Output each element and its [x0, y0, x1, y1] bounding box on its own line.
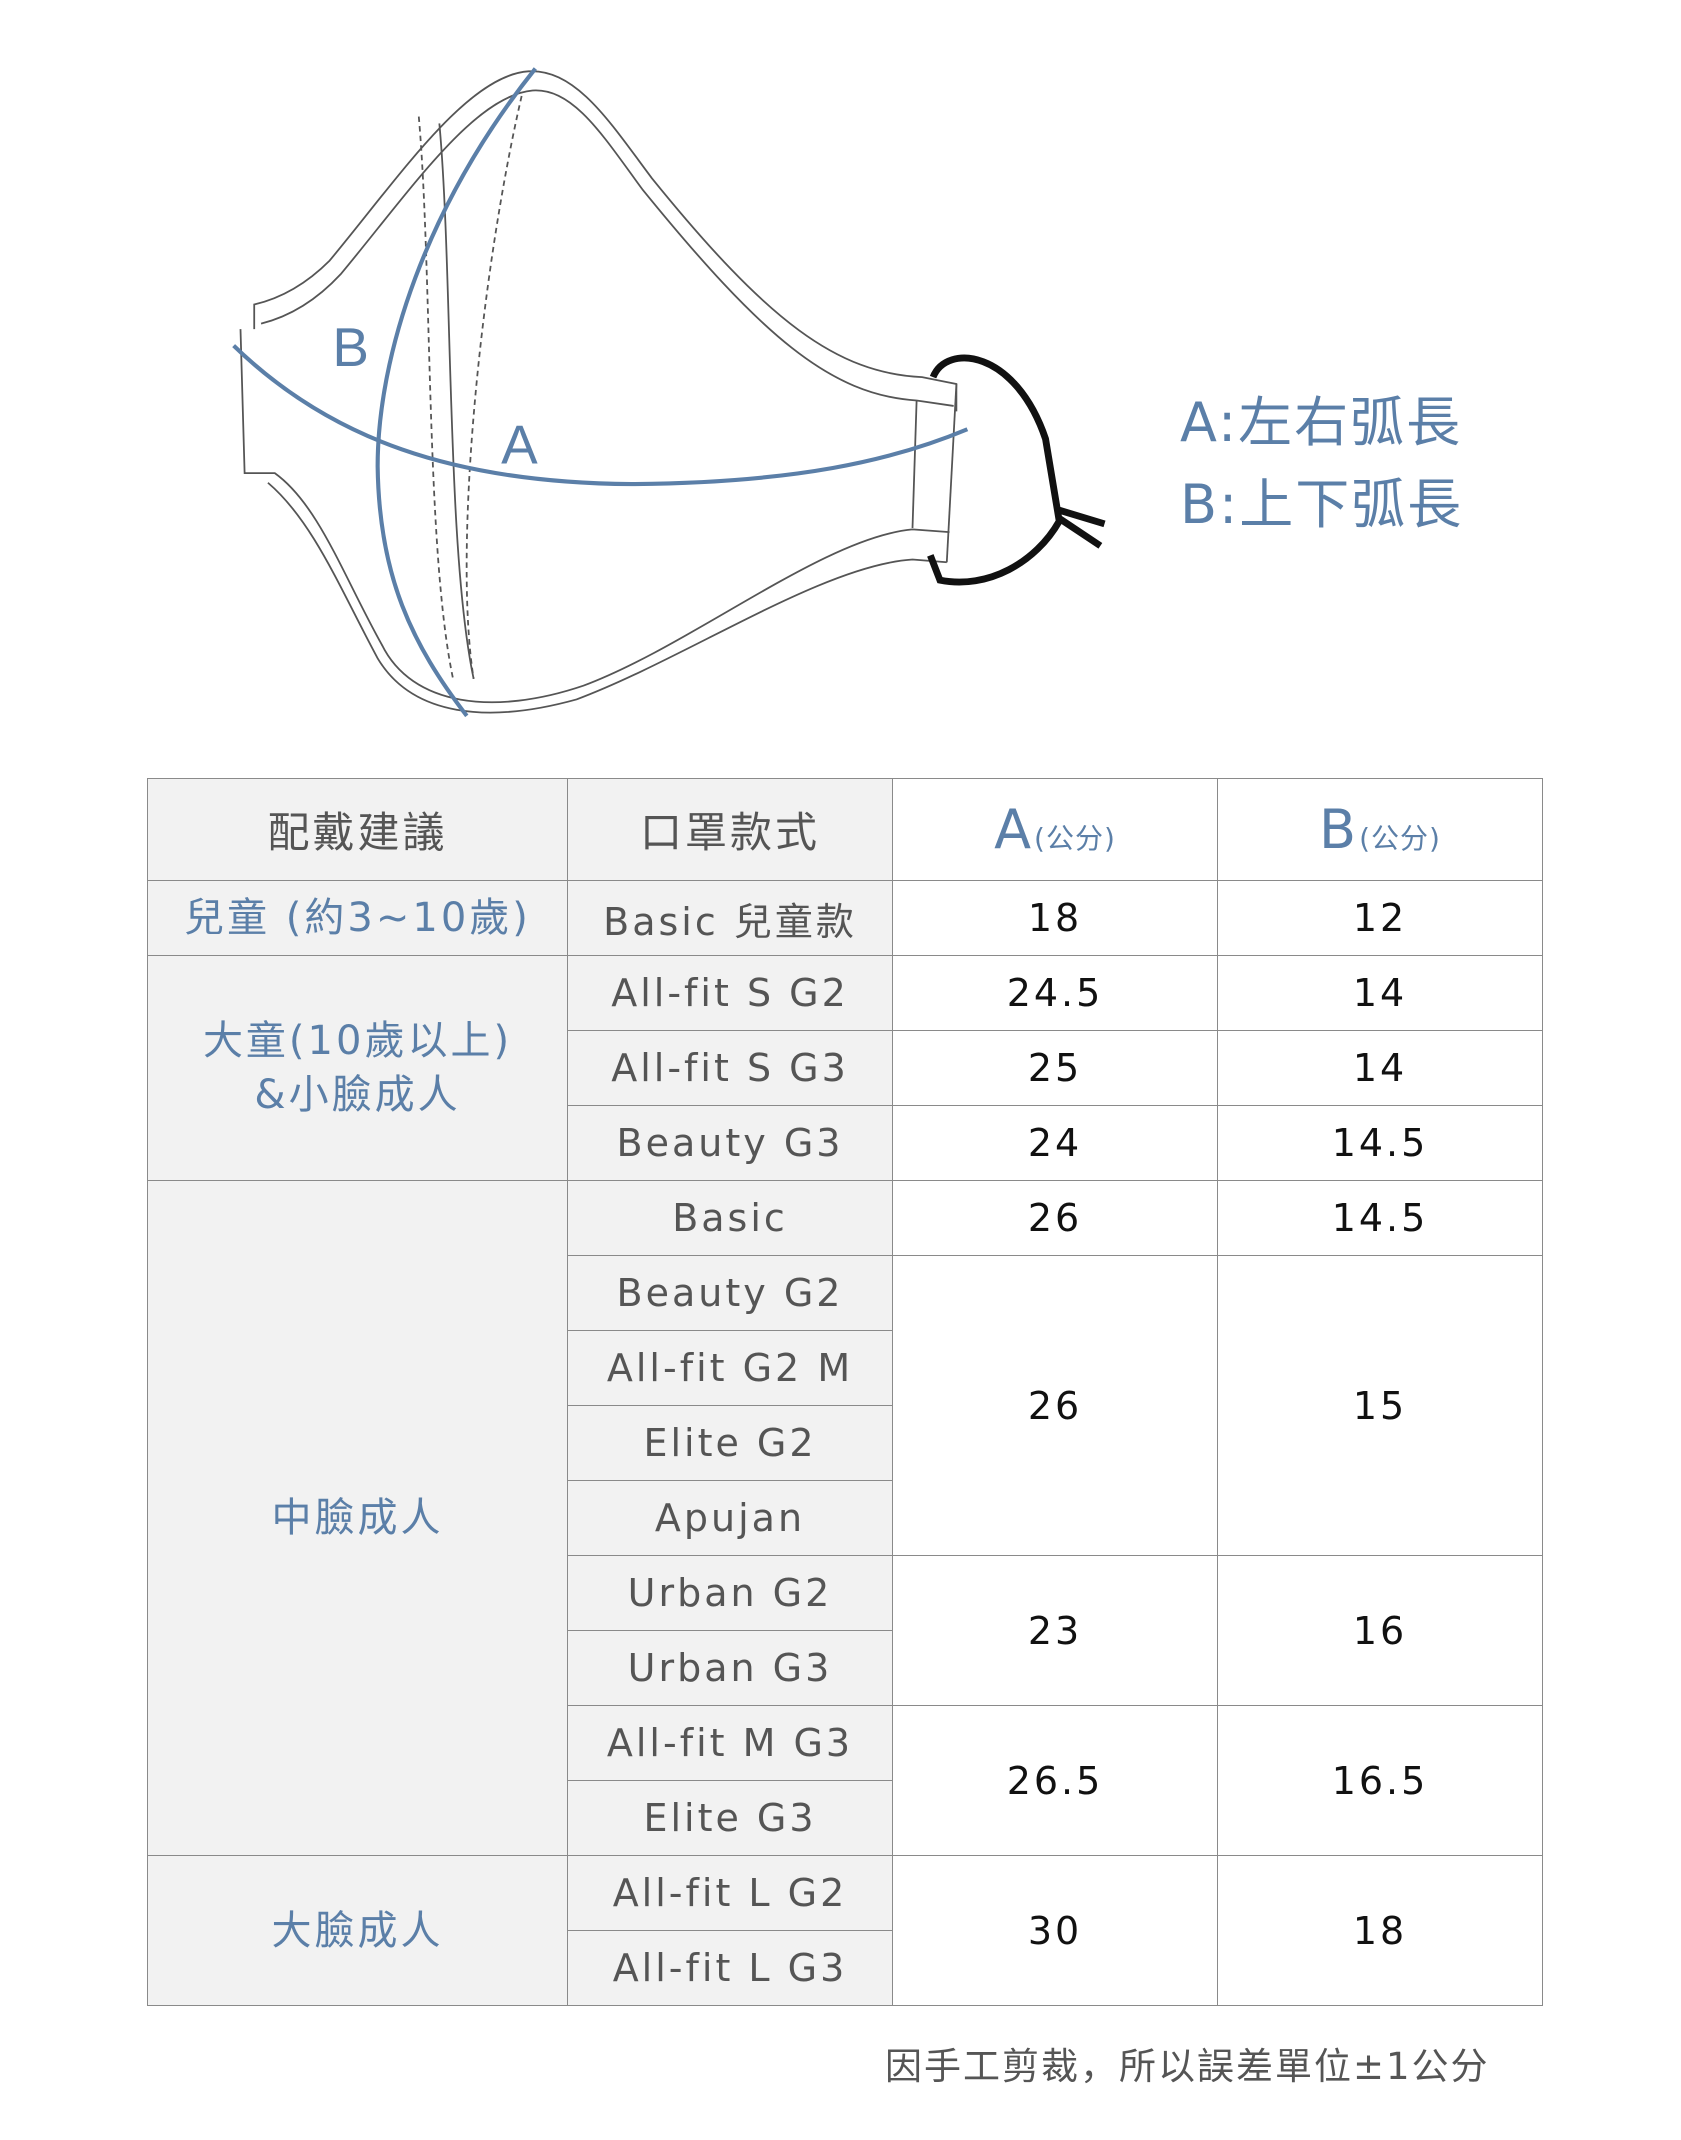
table-row: 兒童 (約3~10歲) Basic 兒童款 18 12	[147, 880, 1543, 956]
model-cell: Beauty G3	[567, 1105, 893, 1181]
a-value: 24.5	[892, 955, 1218, 1031]
b-value: 14.5	[1217, 1105, 1543, 1181]
header-a: A(公分)	[892, 778, 1218, 881]
table-row: All-fit G2 M	[148, 1330, 1543, 1406]
model-cell: All-fit M G3	[567, 1705, 893, 1781]
ear-loop	[927, 354, 1063, 586]
header-a-label: A	[994, 798, 1035, 861]
header-b-label: B	[1319, 798, 1360, 861]
table-row: 大童(10歲以上) &小臉成人 All-fit S G2 24.5 14	[147, 955, 1543, 1181]
model-cell: Basic 兒童款	[567, 880, 893, 956]
header-b-unit: (公分)	[1359, 822, 1441, 855]
legend-a: A:左右弧長	[1180, 391, 1463, 454]
b-value: 15	[1217, 1255, 1543, 1556]
model-cell: All-fit S G2	[567, 955, 893, 1031]
a-value: 25	[892, 1030, 1218, 1106]
a-value: 26	[892, 1255, 1218, 1556]
model-cell: Beauty G2	[567, 1255, 893, 1331]
b-value: 16.5	[1217, 1705, 1543, 1856]
group-medium-face: 中臉成人	[147, 1180, 568, 1856]
legend-b: B:上下弧長	[1180, 473, 1464, 536]
a-value: 24	[892, 1105, 1218, 1181]
table-row: All-fit L G3	[148, 1930, 1543, 2006]
group-line-2: &小臉成人	[254, 1072, 461, 1118]
arc-b-line	[375, 67, 537, 718]
table-row: Elite G3	[148, 1780, 1543, 1856]
group-large-face: 大臉成人	[147, 1855, 568, 2006]
table-row: Beauty G2 26 15	[148, 1255, 1543, 1556]
label-a: A	[501, 414, 538, 476]
table-row: Urban G3	[148, 1630, 1543, 1706]
b-value: 16	[1217, 1555, 1543, 1706]
model-cell: All-fit L G3	[567, 1930, 893, 2006]
toggle-icon	[1057, 506, 1106, 549]
model-cell: All-fit S G3	[567, 1030, 893, 1106]
model-cell: All-fit L G2	[567, 1855, 893, 1931]
table-row: Apujan	[148, 1480, 1543, 1556]
size-table: 配戴建議 口罩款式 A(公分) B(公分) 兒童 (約3~10歲) Basic …	[147, 778, 1543, 2006]
a-value: 18	[892, 880, 1218, 956]
arc-a-line	[232, 344, 969, 487]
model-cell: Elite G2	[567, 1405, 893, 1481]
b-value: 14	[1217, 955, 1543, 1031]
model-cell: Basic	[567, 1180, 893, 1256]
model-cell: All-fit G2 M	[567, 1330, 893, 1406]
group-older-children: 大童(10歲以上) &小臉成人	[147, 955, 568, 1181]
a-value: 23	[892, 1555, 1218, 1706]
group-line-1: 大童(10歲以上)	[202, 1018, 513, 1064]
model-cell: Urban G3	[567, 1630, 893, 1706]
a-value: 30	[892, 1855, 1218, 2006]
model-cell: Urban G2	[567, 1555, 893, 1631]
b-value: 12	[1217, 880, 1543, 956]
header-a-unit: (公分)	[1034, 822, 1116, 855]
model-cell: Apujan	[567, 1480, 893, 1556]
table-row: Elite G2	[148, 1405, 1543, 1481]
table-row: All-fit M G3 26.5 16.5	[148, 1705, 1543, 1856]
a-value: 26	[892, 1180, 1218, 1256]
group-children: 兒童 (約3~10歲)	[147, 880, 568, 956]
tolerance-note: 因手工剪裁，所以誤差單位±1公分	[885, 2045, 1490, 2088]
table-row: 大臉成人 All-fit L G2 30 18	[147, 1855, 1543, 2006]
header-model: 口罩款式	[567, 778, 893, 881]
table-row: Beauty G3 24 14.5	[148, 1105, 1543, 1181]
b-value: 14.5	[1217, 1180, 1543, 1256]
table-row: Urban G2 23 16	[148, 1555, 1543, 1706]
header-row: 配戴建議 口罩款式 A(公分) B(公分)	[147, 778, 1543, 881]
header-fit: 配戴建議	[147, 778, 568, 881]
b-value: 14	[1217, 1030, 1543, 1106]
mask-outline	[239, 70, 958, 714]
label-b: B	[332, 316, 369, 378]
b-value: 18	[1217, 1855, 1543, 2006]
a-value: 26.5	[892, 1705, 1218, 1856]
header-b: B(公分)	[1217, 778, 1543, 881]
model-cell: Elite G3	[567, 1780, 893, 1856]
table-row: 中臉成人 Basic 26 14.5	[147, 1180, 1543, 1856]
mask-diagram: B A	[232, 67, 1106, 718]
